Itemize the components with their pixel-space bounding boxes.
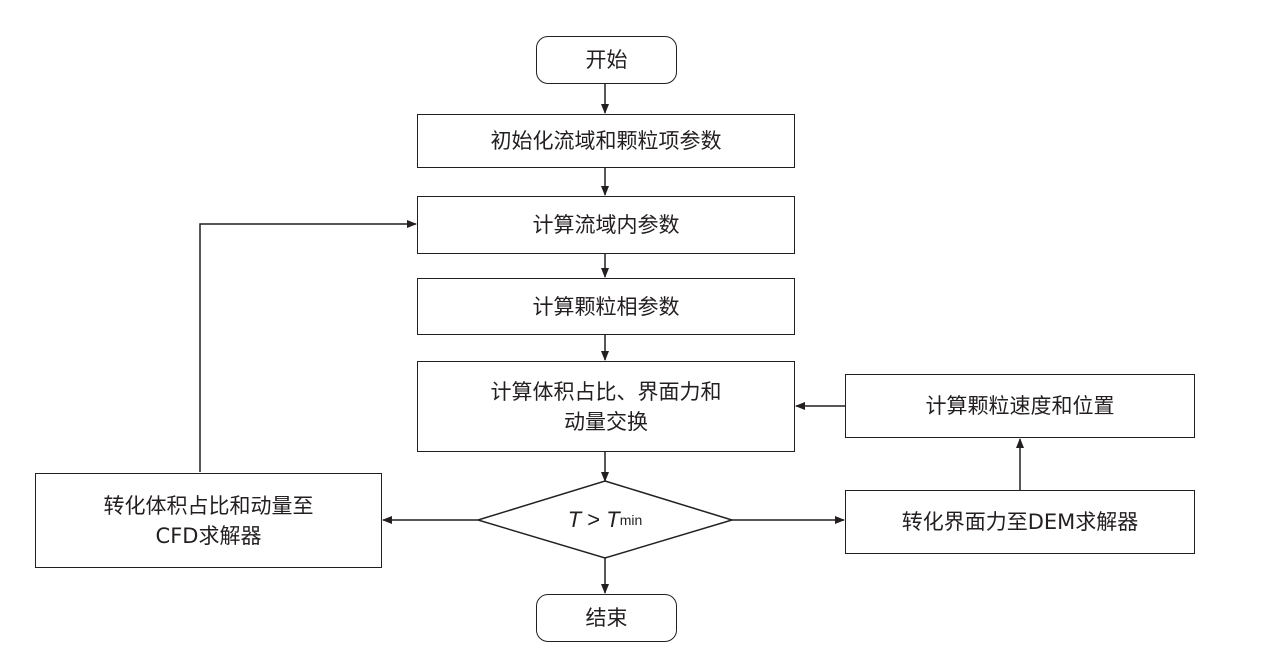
exchange-calc-node: 计算体积占比、界面力和 动量交换 [417,361,795,452]
condition-var-left: T [567,506,582,532]
to-cfd-label-line2: CFD求解器 [155,523,262,548]
start-label: 开始 [585,48,628,72]
init-node: 初始化流域和颗粒项参数 [417,114,795,168]
to-cfd-label-line1: 转化体积占比和动量至 [103,493,314,518]
fluid-calc-node: 计算流域内参数 [417,196,795,254]
condition-subscript: min [619,511,643,528]
arrow-cfd-to-fluid [199,220,417,472]
end-label: 结束 [585,606,628,630]
velocity-calc-node: 计算颗粒速度和位置 [845,374,1195,438]
fluid-calc-label: 计算流域内参数 [532,213,680,237]
to-cfd-node: 转化体积占比和动量至 CFD求解器 [35,473,382,568]
exchange-label-line2: 动量交换 [564,409,648,434]
start-node: 开始 [536,36,677,84]
to-dem-label: 转化界面力至DEM求解器 [901,510,1139,534]
end-node: 结束 [536,594,677,642]
particle-calc-node: 计算颗粒相参数 [417,278,795,335]
decision-diamond [475,480,735,559]
condition-var-right: T [606,506,620,532]
exchange-label-line1: 计算体积占比、界面力和 [490,379,722,404]
velocity-calc-label: 计算颗粒速度和位置 [925,394,1115,418]
to-dem-node: 转化界面力至DEM求解器 [845,490,1195,554]
condition-operator: > [587,506,601,532]
init-label: 初始化流域和颗粒项参数 [490,129,722,153]
particle-calc-label: 计算颗粒相参数 [532,294,680,319]
